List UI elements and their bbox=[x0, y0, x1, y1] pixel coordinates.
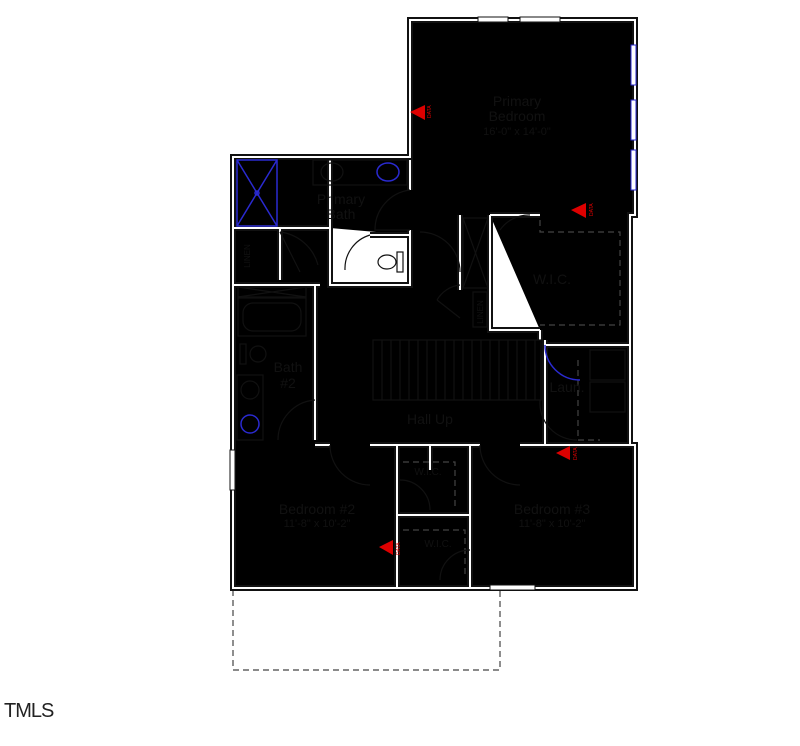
room-label: Bath bbox=[274, 359, 303, 375]
data-marker: DATA bbox=[410, 105, 433, 120]
staircase bbox=[372, 339, 542, 401]
watermark: TMLS bbox=[4, 700, 54, 722]
room-dimensions: 11'-8" x 10'-2" bbox=[519, 518, 586, 530]
room-label: Bedroom #3 bbox=[514, 501, 590, 517]
vanity bbox=[236, 374, 264, 441]
vanity bbox=[312, 159, 408, 186]
room-label: Primary bbox=[493, 93, 541, 109]
room-label: Bedroom #2 bbox=[279, 501, 355, 517]
data-marker: DATA bbox=[379, 540, 402, 555]
room-label: #2 bbox=[280, 375, 296, 391]
toilet-icon bbox=[239, 343, 267, 365]
room-dimensions: 16'-0" x 14'-0" bbox=[483, 126, 551, 138]
room-label: Laun. bbox=[549, 379, 584, 395]
porch-outline bbox=[232, 590, 501, 671]
washer bbox=[589, 349, 626, 381]
svg-text:DATA: DATA bbox=[573, 447, 579, 460]
svg-text:DATA: DATA bbox=[427, 105, 433, 118]
room-label: W.I.C. bbox=[414, 467, 441, 478]
room-label: Bath bbox=[327, 206, 356, 222]
sink-icon bbox=[320, 162, 344, 182]
room-label: Hall Up bbox=[407, 411, 453, 427]
shower bbox=[236, 159, 278, 227]
toilet-icon bbox=[377, 251, 404, 273]
room-label: Bedroom bbox=[489, 108, 546, 124]
shelf bbox=[462, 217, 489, 289]
room-label: LINEN bbox=[476, 300, 485, 324]
room-dimensions: 11'-8" x 10'-2" bbox=[284, 518, 351, 530]
svg-text:DATA: DATA bbox=[589, 203, 595, 216]
sink-icon bbox=[240, 380, 260, 400]
bathtub bbox=[237, 286, 307, 337]
dryer bbox=[589, 381, 626, 413]
doors bbox=[277, 189, 581, 581]
svg-text:DATA: DATA bbox=[396, 542, 402, 555]
sink-icon bbox=[240, 414, 260, 434]
linen-shelf bbox=[472, 291, 488, 328]
room-label: Primary bbox=[317, 191, 365, 207]
sink-icon bbox=[376, 162, 400, 182]
data-marker: DATA bbox=[571, 203, 595, 218]
room-label: LINEN bbox=[243, 244, 252, 268]
data-marker: DATA bbox=[556, 446, 579, 460]
room-label: W.I.C. bbox=[533, 271, 571, 287]
windows bbox=[229, 16, 637, 591]
room-label: W.I.C. bbox=[424, 539, 451, 550]
